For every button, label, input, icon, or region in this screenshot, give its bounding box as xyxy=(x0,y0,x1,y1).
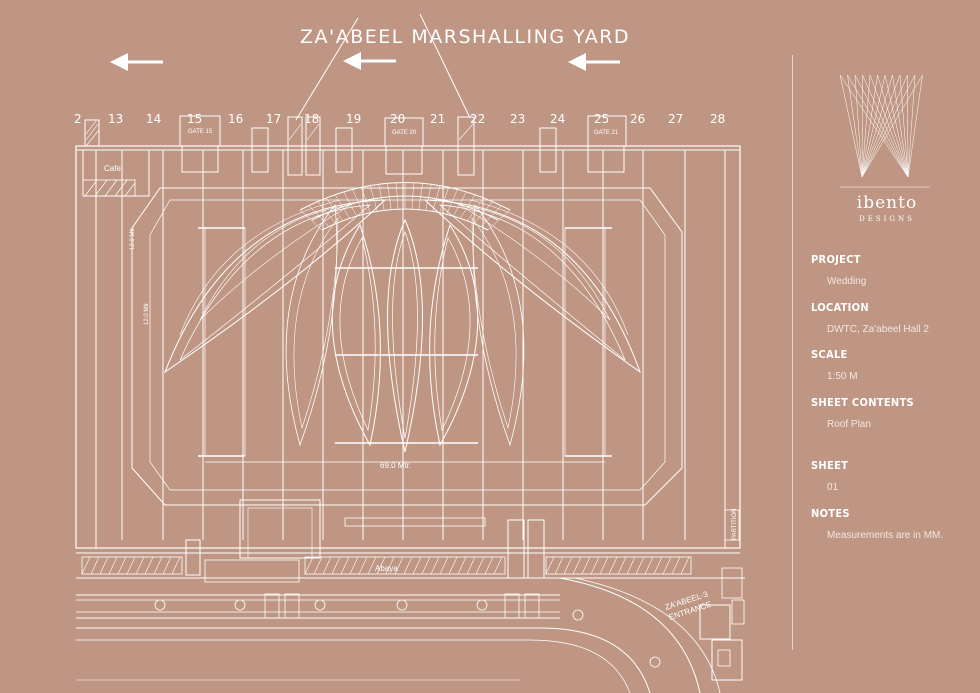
arrow-left-icon xyxy=(110,53,163,71)
gate-number: 15 xyxy=(187,112,202,126)
gate-number: 2 xyxy=(74,112,82,126)
field-label-sheet: SHEET xyxy=(811,459,849,472)
field-label-project: PROJECT xyxy=(811,253,861,266)
gate-number: 26 xyxy=(630,112,645,126)
gate-number: 17 xyxy=(266,112,281,126)
field-value-notes: Measurements are in MM. xyxy=(827,530,944,541)
gate-number: 21 xyxy=(430,112,445,126)
arrow-left-icon xyxy=(343,52,396,70)
field-label-location: LOCATION xyxy=(811,301,869,314)
ibento-logo-icon xyxy=(840,74,930,188)
gate-number: 22 xyxy=(470,112,485,126)
gate-number: 19 xyxy=(346,112,361,126)
plan-title: ZA'ABEEL MARSHALLING YARD xyxy=(300,26,631,48)
abaya-label: Abaya xyxy=(375,564,398,573)
gate-number: 16 xyxy=(228,112,243,126)
gate-number: 13 xyxy=(108,112,123,126)
dimension-width: 69.0 Mtr. xyxy=(380,461,411,470)
title-block: ibento DESIGNS PROJECT Wedding LOCATION … xyxy=(792,55,980,650)
field-label-sheet-contents: SHEET CONTENTS xyxy=(811,396,914,409)
gate-number: 24 xyxy=(550,112,565,126)
gate-number: 20 xyxy=(390,112,405,126)
gate-sign: GATE 21 xyxy=(594,130,619,136)
field-label-scale: SCALE xyxy=(811,348,848,361)
gate-sign: GATE 20 xyxy=(392,130,417,136)
cafe-label: Cafe xyxy=(104,164,121,173)
dimension-vertical: 12.0 Mtr. xyxy=(130,226,136,250)
gate-number: 25 xyxy=(594,112,609,126)
brand-subtitle: DESIGNS xyxy=(859,215,915,223)
arrow-left-icon xyxy=(568,53,620,71)
field-value-sheet: 01 xyxy=(827,482,839,493)
field-label-notes: NOTES xyxy=(811,507,850,520)
gate-number: 23 xyxy=(510,112,525,126)
partition-label: PARTITION xyxy=(732,509,738,540)
gate-number: 27 xyxy=(668,112,683,126)
plan-drawing: 2 13 14 15 16 17 18 19 20 21 22 23 24 25 26 27 28 GATE 1… xyxy=(74,13,745,693)
gate-number-row: 2 13 14 15 16 17 18 19 20 21 22 23 24 25 26 27 28 xyxy=(74,112,725,126)
dimension-vertical: 12.0 Mtr. xyxy=(144,301,150,325)
field-value-sheet-contents: Roof Plan xyxy=(827,419,871,430)
brand-name: ibento xyxy=(856,193,918,213)
gate-number: 18 xyxy=(304,112,319,126)
field-value-project: Wedding xyxy=(827,276,867,287)
field-value-location: DWTC, Za'abeel Hall 2 xyxy=(827,324,929,335)
gate-sign: GATE 15 xyxy=(188,129,213,135)
gate-number: 28 xyxy=(710,112,725,126)
field-value-scale: 1:50 M xyxy=(827,371,858,382)
gate-number: 14 xyxy=(146,112,161,126)
